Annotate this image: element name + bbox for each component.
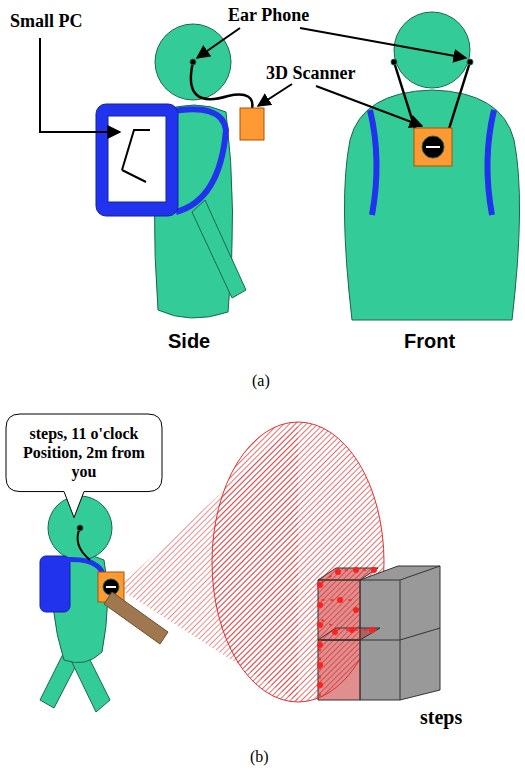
leader-lines — [40, 28, 466, 132]
bubble-shape — [6, 414, 162, 518]
view-label: Front — [404, 330, 455, 352]
object-label: steps — [420, 706, 462, 728]
walking-figure — [40, 496, 168, 712]
steps-block — [317, 566, 440, 700]
part-label: Small PC — [10, 12, 83, 32]
speech-text: steps, 11 o'clock Position, 2m from you — [6, 414, 162, 492]
part-label: 3D Scanner — [266, 64, 356, 84]
subfigure-label: (a) — [252, 372, 270, 390]
part-label: Ear Phone — [228, 6, 309, 26]
subfigure-label: (b) — [250, 748, 269, 766]
speech-bubble: steps, 11 o'clock Position, 2m from you — [6, 414, 162, 492]
view-label: Side — [168, 330, 210, 352]
front-figure — [344, 12, 519, 320]
side-figure — [96, 24, 264, 318]
